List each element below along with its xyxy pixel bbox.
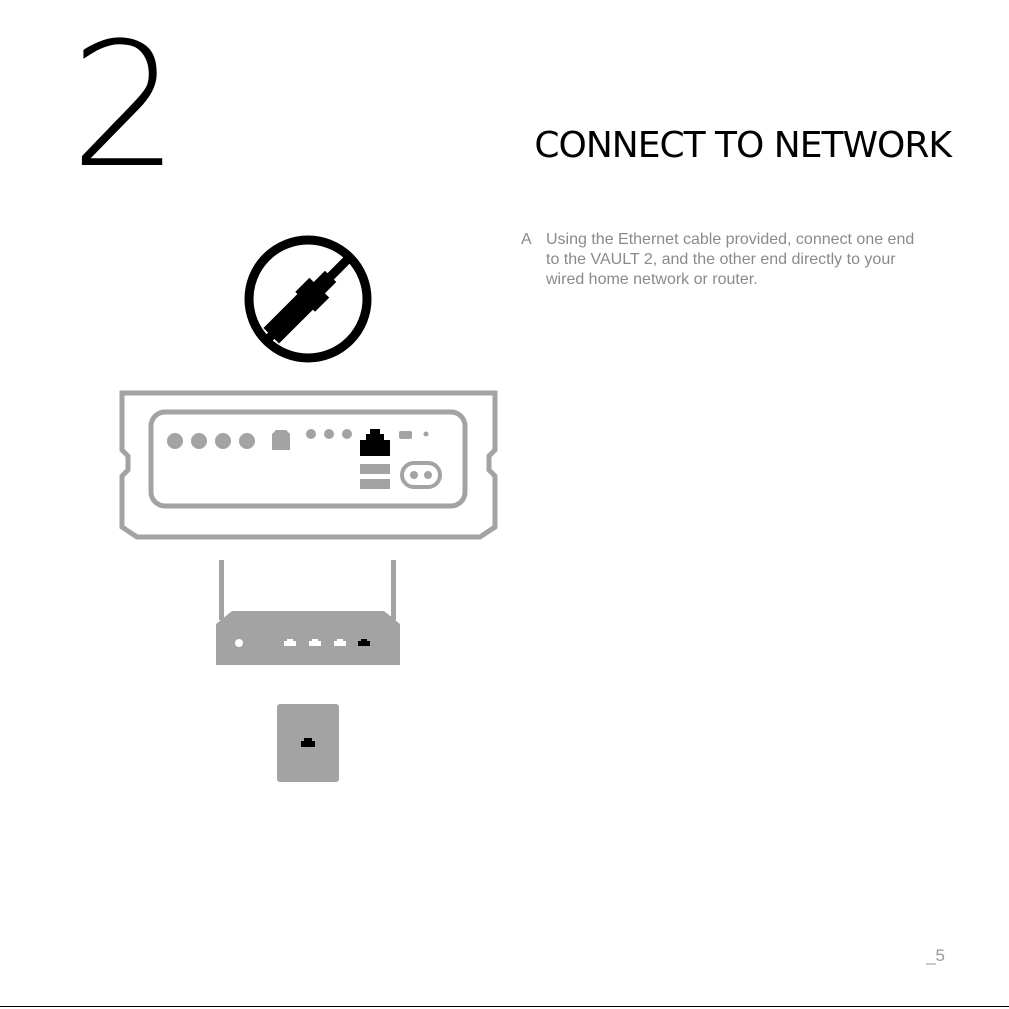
ethernet-cable-icon [249, 240, 367, 358]
router-icon [216, 560, 400, 665]
page-number: _5 [926, 946, 945, 966]
vault-2-back-panel [122, 393, 495, 537]
wall-ethernet-socket-icon [277, 704, 339, 782]
bottom-divider [0, 1006, 1009, 1007]
